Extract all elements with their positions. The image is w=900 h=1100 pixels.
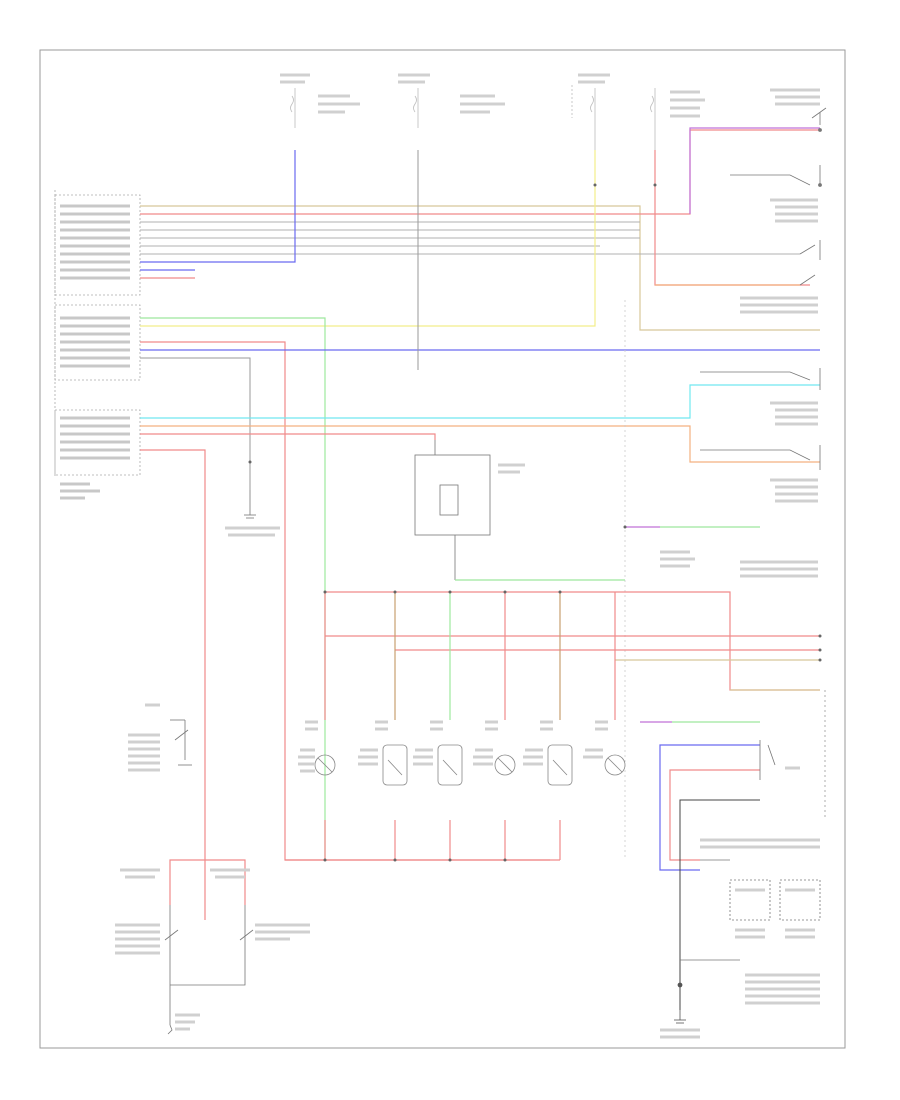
door-switch-upper	[170, 719, 192, 766]
bus-red-mid	[325, 635, 820, 651]
switch-right-2	[730, 165, 822, 187]
ground-label-1	[225, 526, 280, 537]
connector-dots	[248, 183, 822, 862]
wire-red-feed	[654, 150, 810, 286]
bulb-5	[547, 744, 573, 786]
wire-cyan	[140, 384, 820, 419]
wire-grey-top	[140, 221, 800, 255]
fuse-group-1	[280, 73, 360, 128]
lamp-relay-label	[498, 463, 525, 474]
wire-black-lower	[679, 799, 760, 1010]
bulb-drops	[324, 592, 616, 860]
bulb-3	[437, 744, 463, 786]
control-module-connector-upper	[54, 194, 141, 296]
door-switch-labels	[115, 868, 310, 1031]
door-switch-upper-label	[128, 703, 160, 772]
switch-right-4	[799, 274, 816, 286]
ground-symbol-2	[674, 982, 686, 1024]
wire-red-left-switch-2	[169, 859, 246, 905]
wire-orange-lower	[140, 425, 820, 463]
wire-red-lamp	[140, 433, 436, 440]
module-label-block	[60, 482, 100, 500]
fuse-group-2	[398, 73, 505, 128]
connector-label-center	[660, 550, 818, 578]
wire-yellow-feed	[140, 150, 596, 327]
wire-blue-upper	[140, 150, 296, 263]
relay-right-lower	[680, 740, 821, 961]
right-lower-labels	[660, 766, 820, 1039]
wire-blue-lower	[659, 744, 760, 871]
wire-tan-top	[140, 205, 820, 331]
switch-right-1	[811, 107, 827, 132]
wire-grey-ground	[140, 357, 251, 490]
bus-red-top	[325, 591, 820, 691]
module-pin-rows	[60, 204, 130, 460]
door-switch-right	[170, 905, 254, 986]
wire-red-lower	[669, 769, 760, 861]
bulb-2	[382, 744, 408, 786]
wire-red-down	[140, 341, 550, 861]
right-labels	[740, 88, 820, 503]
fuse-group-3	[571, 73, 705, 150]
wire-red-top	[140, 129, 820, 215]
switch-right-3	[799, 240, 821, 260]
bulb-6	[604, 754, 626, 776]
wire-green	[140, 317, 326, 860]
control-module-connector-bottom	[54, 409, 141, 476]
ground-symbol-1	[244, 490, 256, 519]
bulb-labels	[298, 720, 608, 773]
lamp-relay	[414, 440, 491, 580]
wire-red-left-switch	[140, 449, 206, 920]
diagram-frame	[39, 49, 846, 1049]
door-switch-left	[164, 905, 179, 1035]
switch-right-6	[700, 445, 821, 470]
switch-right-5	[700, 368, 821, 390]
wire-purple-top	[689, 127, 820, 214]
bulb-4	[494, 754, 516, 776]
